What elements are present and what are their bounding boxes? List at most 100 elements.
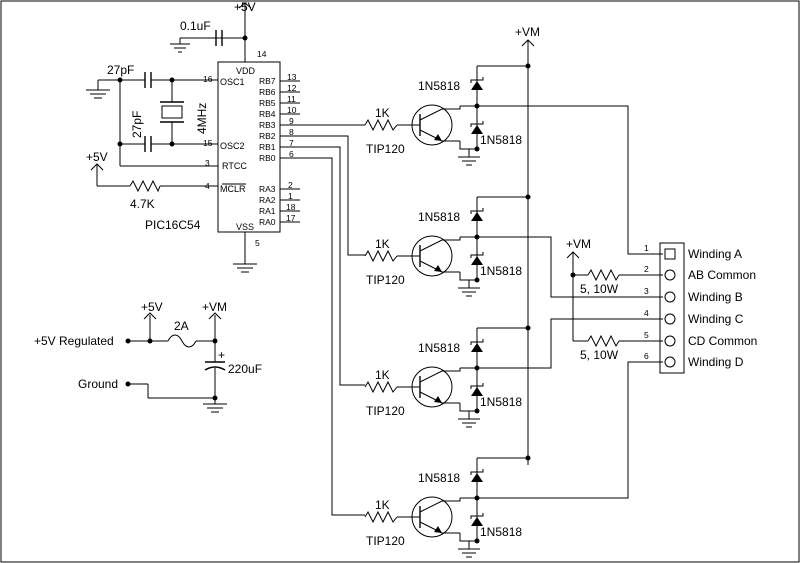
rb7-num: 13 — [287, 72, 297, 82]
connector-pin-number: 1 — [644, 243, 649, 253]
driver-stages: 1K TIP120 1N5818 1N5818 1K TIP120 1N5818 1N5818… — [364, 63, 531, 558]
winding-wiring — [477, 105, 663, 499]
vss-ground — [233, 232, 257, 273]
gnd-junction — [474, 538, 480, 544]
crystal — [161, 105, 183, 119]
winding-c-wire — [477, 318, 663, 369]
emitter-gnd-wire — [459, 533, 477, 542]
rb2-label: RB2 — [259, 131, 276, 141]
ra3-label: RA3 — [259, 184, 276, 194]
emitter-gnd-wire — [459, 403, 477, 412]
vm-junction — [525, 63, 531, 69]
transistor-label: TIP120 — [366, 534, 405, 548]
pin-rtcc-label: RTCC — [222, 161, 247, 171]
pin-vss-label: VSS — [236, 222, 254, 232]
oscillator: 27pF 27pF 4MHz — [86, 63, 218, 167]
reg-vm-label: +VM — [202, 300, 227, 314]
r-common-cd — [587, 334, 620, 348]
base-resistor-label: 1K — [375, 498, 390, 512]
transistor-body — [411, 366, 453, 408]
vm-junction — [525, 194, 531, 200]
connector-pin-circle — [664, 269, 676, 281]
r-common-cd-label: 5, 10W — [580, 348, 619, 362]
rb6-label: RB6 — [259, 87, 276, 97]
upper-diode-bar — [470, 77, 484, 83]
pin-num-rtcc: 3 — [205, 158, 210, 168]
transistor-collector — [419, 237, 461, 252]
c-osc-top-label: 27pF — [107, 63, 134, 77]
connector-body — [659, 242, 685, 374]
base-resistor — [364, 118, 398, 132]
winding-d-wire — [477, 361, 663, 499]
base-resistor — [364, 510, 398, 524]
connector-pin-number: 6 — [644, 351, 649, 361]
pin-mclr-label: MCLR — [220, 184, 246, 194]
upper-diode-label: 1N5818 — [418, 471, 460, 485]
pin-num-vss: 5 — [255, 238, 260, 248]
base-resistor-label: 1K — [375, 106, 390, 120]
emitter-arrow — [434, 396, 442, 403]
lower-diode-triangle — [471, 256, 483, 265]
left-5v-label: +5V — [86, 150, 108, 164]
c-osc-side-label: 27pF — [130, 111, 144, 138]
ra0-num: 17 — [286, 213, 296, 223]
base-resistor — [364, 249, 398, 263]
lower-diode-triangle — [471, 125, 483, 134]
pin-osc1-label: OSC1 — [220, 77, 245, 87]
regulated-input-label: +5V Regulated — [34, 334, 114, 348]
ra1-label: RA1 — [259, 206, 276, 216]
upper-diode-bar — [470, 339, 484, 345]
crystal-label: 4MHz — [195, 103, 209, 134]
winding-b-wire — [477, 236, 663, 298]
base-resistor-label: 1K — [375, 368, 390, 382]
lower-diode-label: 1N5818 — [480, 264, 522, 278]
reg-5v-arrow — [143, 312, 157, 320]
upper-diode-triangle — [471, 343, 483, 352]
connector-pin-number: 4 — [644, 308, 649, 318]
rb1-num: 7 — [289, 138, 294, 148]
rb5-label: RB5 — [259, 98, 276, 108]
c-bulk-plate-bottom — [204, 366, 226, 371]
transistor-body — [411, 104, 453, 146]
vdd-supply: +5V 0.1uF — [170, 0, 256, 62]
fuse — [167, 334, 197, 348]
emitter-arrow — [434, 265, 442, 272]
gnd-junction — [474, 146, 480, 152]
rb2-num: 8 — [289, 127, 294, 137]
transistor-collector — [419, 498, 461, 513]
driver-stage-d: 1K TIP120 1N5818 1N5818 — [364, 455, 531, 558]
upper-diode-triangle — [471, 212, 483, 221]
emitter-arrow — [434, 134, 442, 141]
transistor-label: TIP120 — [366, 404, 405, 418]
lower-diode-bar — [470, 383, 484, 389]
connector-pin-number: 3 — [644, 286, 649, 296]
rb4-label: RB4 — [259, 109, 276, 119]
r-mclr-label: 4.7K — [130, 197, 155, 211]
rb0-num: 6 — [289, 149, 294, 159]
connector-pin-number: 2 — [644, 264, 649, 274]
rb7-label: RB7 — [259, 76, 276, 86]
rb4-num: 10 — [287, 105, 297, 115]
lower-diode-bar — [470, 252, 484, 258]
connector-pin-circle — [664, 291, 676, 303]
connector-pin-label: Winding D — [688, 355, 744, 369]
pin-num-vdd: 14 — [257, 49, 267, 59]
upper-diode-triangle — [471, 473, 483, 482]
rb3-num: 9 — [289, 116, 294, 126]
upper-diode-triangle — [471, 81, 483, 90]
connector-pin-label: Winding B — [688, 290, 743, 304]
emitter-arrow — [434, 526, 442, 533]
pin-osc2-label: OSC2 — [220, 141, 245, 151]
connector-pin-number: 5 — [644, 330, 649, 340]
lower-diode-label: 1N5818 — [480, 395, 522, 409]
c-bulk-polarity: + — [218, 348, 225, 362]
rb3-label: RB3 — [259, 120, 276, 130]
base-resistor — [364, 380, 398, 394]
rb6-num: 12 — [287, 83, 297, 93]
lower-diode-label: 1N5818 — [480, 525, 522, 539]
ra2-label: RA2 — [259, 195, 276, 205]
common-resistors: +VM 5, 10W 5, 10W — [566, 237, 663, 362]
